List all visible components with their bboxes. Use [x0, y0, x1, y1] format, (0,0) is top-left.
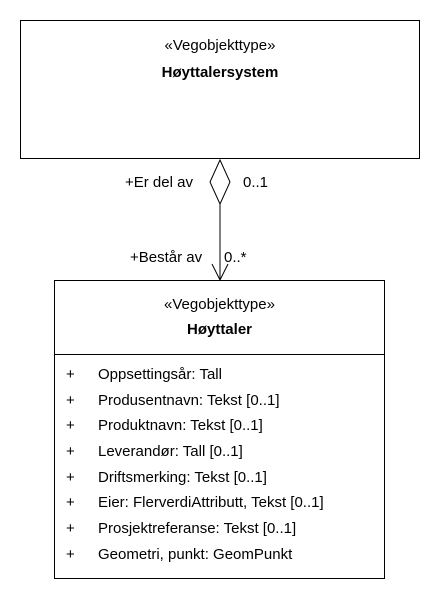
child-multiplicity-label: 0..* — [224, 249, 247, 266]
attribute-text: Geometri, punkt: GeomPunkt — [98, 545, 293, 563]
attribute-visibility: + — [66, 520, 75, 538]
attribute-visibility: + — [66, 417, 75, 435]
parent-multiplicity-label: 0..1 — [243, 174, 269, 191]
attribute-visibility: + — [66, 494, 75, 512]
attribute-list: + Oppsettingsår: Tall + Produsentnavn: T… — [55, 366, 384, 572]
attribute-visibility: + — [66, 391, 75, 409]
compartment-divider — [55, 354, 384, 355]
class-box-hoyttaler: «Vegobjekttype» Høyttaler + Oppsettingså… — [54, 280, 385, 579]
class-stereotype: «Vegobjekttype» — [164, 296, 275, 313]
attribute-row: + Leverandør: Tall [0..1] — [55, 443, 384, 469]
parent-role-label: +Er del av — [125, 174, 193, 191]
class-name: Høyttaler — [186, 321, 253, 338]
attribute-row: + Eier: FlerverdiAttributt, Tekst [0..1] — [55, 494, 384, 520]
attribute-text: Oppsettingsår: Tall — [98, 366, 222, 383]
attribute-row: + Oppsettingsår: Tall — [55, 366, 384, 392]
attribute-row: + Produsentnavn: Tekst [0..1] — [55, 392, 384, 418]
attribute-visibility: + — [66, 443, 75, 461]
attribute-visibility: + — [66, 545, 75, 563]
attribute-visibility: + — [66, 468, 75, 486]
attribute-text: Produsentnavn: Tekst [0..1] — [98, 391, 280, 409]
attribute-text: Driftsmerking: Tekst [0..1] — [98, 468, 267, 486]
attribute-text: Prosjektreferanse: Tekst [0..1] — [98, 520, 297, 538]
class-box-hoyttalersystem: «Vegobjekttype» Høyttalersystem — [20, 20, 420, 159]
child-role-label: +Består av — [130, 249, 203, 266]
class-name: Høyttalersystem — [161, 64, 279, 81]
aggregation-diamond-icon — [209, 158, 231, 206]
class-stereotype: «Vegobjekttype» — [164, 37, 276, 54]
attribute-row: + Driftsmerking: Tekst [0..1] — [55, 469, 384, 495]
attribute-visibility: + — [66, 366, 75, 383]
attribute-row: + Prosjektreferanse: Tekst [0..1] — [55, 520, 384, 546]
attribute-row: + Produktnavn: Tekst [0..1] — [55, 417, 384, 443]
attribute-text: Eier: FlerverdiAttributt, Tekst [0..1] — [98, 494, 324, 512]
attribute-row: + Geometri, punkt: GeomPunkt — [55, 546, 384, 572]
attribute-text: Leverandør: Tall [0..1] — [98, 443, 243, 461]
attribute-text: Produktnavn: Tekst [0..1] — [98, 417, 263, 435]
